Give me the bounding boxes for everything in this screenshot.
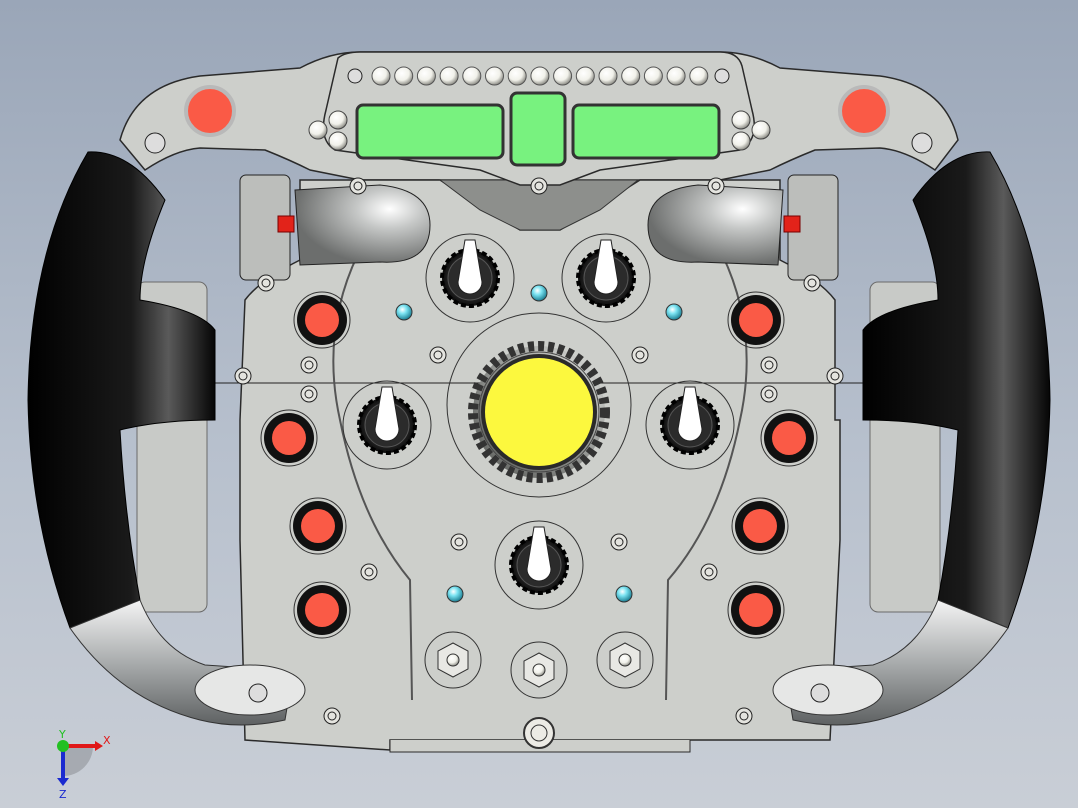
shift-light — [394, 66, 414, 86]
red-push-button[interactable] — [731, 497, 789, 555]
shift-light — [485, 66, 504, 86]
rotary-knob-mid-right[interactable] — [645, 380, 735, 470]
red-push-button[interactable] — [760, 409, 818, 467]
rotary-knob-group — [342, 233, 735, 610]
top-right-button[interactable] — [838, 85, 890, 137]
screw — [700, 563, 718, 581]
screw — [707, 177, 725, 195]
screw — [300, 356, 318, 374]
left-grip[interactable] — [27, 151, 216, 629]
screw — [760, 385, 778, 403]
hex-nuts — [424, 631, 654, 749]
center-yellow-knob[interactable] — [468, 341, 610, 483]
shift-light — [416, 66, 436, 86]
right-led-cluster — [731, 110, 771, 151]
rotary-knob-top-right[interactable] — [561, 233, 651, 323]
handle-screw — [248, 683, 268, 703]
right-display — [571, 103, 721, 160]
rotary-knob-top-left[interactable] — [425, 233, 515, 323]
right-paddle-pod[interactable] — [647, 174, 839, 281]
shift-light — [553, 66, 573, 86]
screw — [234, 367, 252, 385]
left-paddle-pod[interactable] — [239, 174, 431, 281]
red-button-group — [260, 291, 818, 639]
screw — [257, 274, 275, 292]
screw — [803, 274, 821, 292]
triad-shadow — [63, 746, 93, 776]
screw — [349, 177, 367, 195]
handle-screw — [810, 683, 830, 703]
shift-light — [643, 66, 663, 86]
z-axis-label: Z — [59, 788, 67, 801]
screw — [610, 533, 628, 551]
dash-screw-right — [714, 68, 730, 84]
center-ring — [446, 312, 632, 498]
dash-shadow — [438, 179, 640, 231]
dash-screw-left — [347, 68, 363, 84]
left-contour — [332, 249, 413, 701]
left-led-cluster — [308, 110, 348, 151]
red-push-button[interactable] — [293, 581, 351, 639]
shift-light — [371, 66, 391, 86]
shift-light — [689, 66, 709, 86]
red-push-button[interactable] — [727, 581, 785, 639]
shift-light — [530, 66, 550, 86]
red-push-button[interactable] — [293, 291, 351, 349]
screw — [826, 367, 844, 385]
screw — [760, 356, 778, 374]
shift-light-strip — [371, 66, 709, 86]
shift-light — [439, 66, 459, 86]
y-axis-label: Y — [58, 728, 66, 741]
frame-screw — [911, 132, 933, 154]
shift-light — [575, 66, 595, 86]
shift-light — [621, 66, 641, 86]
indicator-lights — [395, 284, 683, 603]
rotary-knob-mid-left[interactable] — [342, 380, 432, 470]
shift-light — [507, 66, 527, 86]
shift-light — [598, 66, 618, 86]
coordinate-triad: X Y Z — [57, 728, 111, 801]
right-grip[interactable] — [862, 151, 1051, 629]
red-push-button[interactable] — [289, 497, 347, 555]
screw-group — [234, 177, 844, 725]
left-display — [355, 103, 505, 160]
rotary-knob-bottom-center[interactable] — [494, 520, 584, 610]
shift-light — [666, 66, 686, 86]
screw — [429, 346, 447, 364]
screw — [450, 533, 468, 551]
red-push-button[interactable] — [727, 291, 785, 349]
screw — [360, 563, 378, 581]
x-axis-label: X — [103, 734, 111, 747]
y-axis-dot — [57, 740, 69, 752]
top-left-button[interactable] — [184, 85, 236, 137]
screw — [631, 346, 649, 364]
shift-light — [462, 66, 482, 86]
red-push-button[interactable] — [260, 409, 318, 467]
frame-screw — [144, 132, 166, 154]
gear-display — [509, 91, 567, 167]
screw — [735, 707, 753, 725]
screw — [530, 177, 548, 195]
screw — [323, 707, 341, 725]
screw — [300, 385, 318, 403]
